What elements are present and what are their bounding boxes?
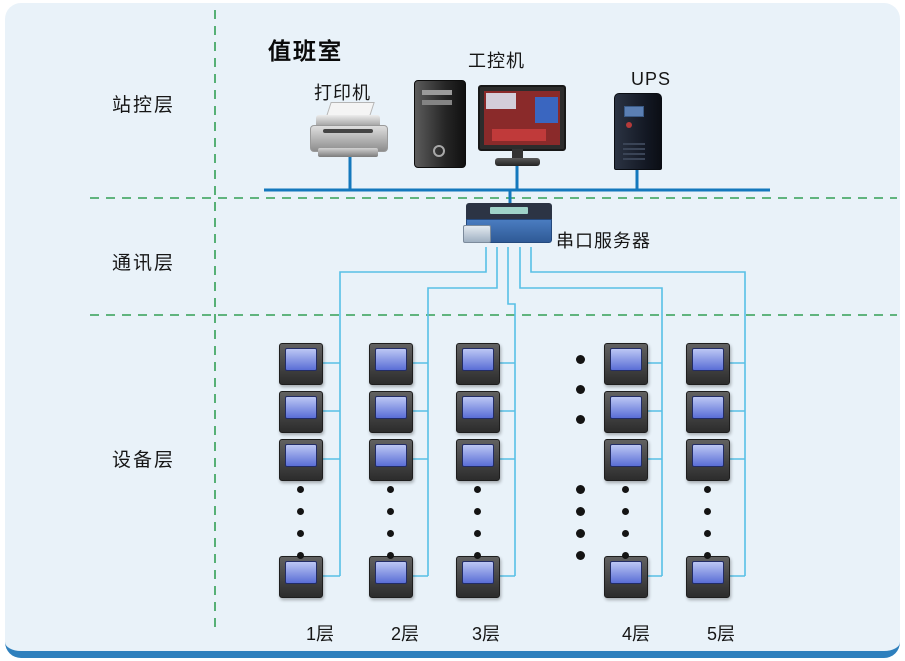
- column1-ellipsis-dots: [297, 486, 304, 559]
- meter-icon: [369, 439, 413, 481]
- serial-server-label: 串口服务器: [556, 231, 651, 251]
- middle-ellipsis-dots-bottom: [576, 485, 585, 560]
- layer-label-station: 站控层: [112, 95, 176, 116]
- meter-icon: [369, 343, 413, 385]
- duty-room-label: 值班室: [268, 38, 343, 64]
- meter-icon: [456, 343, 500, 385]
- meter-icon: [369, 556, 413, 598]
- column4-ellipsis-dots: [622, 486, 629, 559]
- meter-icon: [456, 391, 500, 433]
- ipc-label: 工控机: [468, 51, 525, 71]
- meter-icon: [456, 439, 500, 481]
- meter-icon: [279, 391, 323, 433]
- monitor-icon: [478, 85, 566, 151]
- meter-icon: [686, 391, 730, 433]
- meter-icon: [279, 556, 323, 598]
- floor-label-3: 3层: [471, 624, 500, 644]
- middle-ellipsis-dots-top: [576, 355, 585, 424]
- meter-icon: [604, 391, 648, 433]
- column2-ellipsis-dots: [387, 486, 394, 559]
- meter-icon: [604, 556, 648, 598]
- meter-icon: [369, 391, 413, 433]
- floor-label-1: 1层: [305, 624, 334, 644]
- ups-label: UPS: [631, 69, 672, 89]
- ups-icon: [614, 93, 662, 170]
- pc-tower-icon: [414, 80, 466, 168]
- meter-icon: [686, 439, 730, 481]
- printer-label: 打印机: [314, 83, 371, 103]
- floor-label-2: 2层: [390, 624, 419, 644]
- meter-icon: [604, 439, 648, 481]
- meter-icon: [279, 439, 323, 481]
- meter-icon: [456, 556, 500, 598]
- meter-icon: [279, 343, 323, 385]
- meter-icon: [686, 556, 730, 598]
- meter-icon: [686, 343, 730, 385]
- monitor-stand-icon: [512, 149, 523, 160]
- layer-label-comm: 通讯层: [112, 253, 176, 274]
- meter-icon: [604, 343, 648, 385]
- floor-label-5: 5层: [706, 624, 735, 644]
- serial-server-icon: [463, 203, 552, 247]
- floor-label-4: 4层: [621, 624, 650, 644]
- printer-icon: [308, 102, 390, 160]
- monitor-base-icon: [495, 158, 540, 166]
- layer-label-device: 设备层: [112, 450, 176, 471]
- column3-ellipsis-dots: [474, 486, 481, 559]
- column5-ellipsis-dots: [704, 486, 711, 559]
